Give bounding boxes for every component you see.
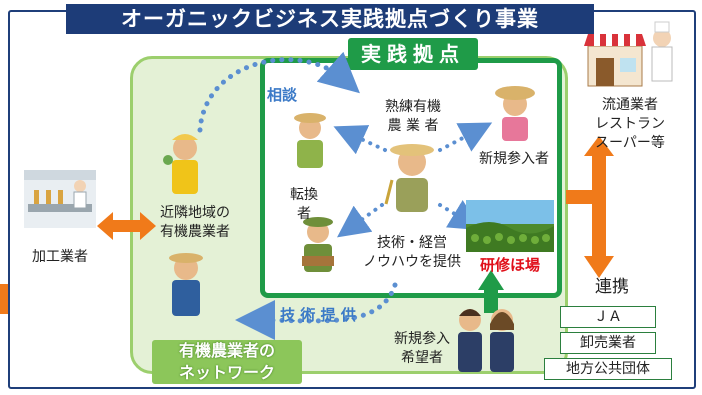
field-image [466,200,554,252]
farmer-figure-skilled [384,144,434,212]
newcomer-label: 新規参入者 [479,151,549,167]
aspiring-newcomer-label-line2: 希望者 [401,350,443,366]
left-edge-marker [0,284,8,314]
factory-image [24,170,96,228]
skilled-farmer-label-line1: 熟練有機 [385,99,441,115]
diagram-title: オーガニックビジネス実践拠点づくり事業 [66,4,594,34]
training-field-label: 研修ほ場 [479,256,540,274]
nearby-farmers-label-line2: 有機農業者 [160,224,230,240]
farmer-figure-nearby [163,134,198,194]
dotted-arrow-to-left-up [333,125,387,155]
converter-label-line2: 者 [297,206,311,222]
converter-label-line1: 転換 [290,187,318,203]
distribution-label-line3: スーパー等 [595,135,665,151]
dotted-arrow-to-left-down [337,203,384,238]
dotted-arrow-to-right-up [438,122,493,152]
farmer-figure-network [169,253,203,316]
branch-arrows-right [566,136,614,278]
dotted-arrow-to-right-down [438,200,482,231]
cooperation-label: 連携 [595,277,629,297]
shop-icon [584,21,673,87]
distribution-label-line1: 流通業者 [602,97,658,113]
network-label-box [152,340,302,384]
consult-label: 相談 [266,86,297,104]
tech-provision-label: 技 術 提 供 [280,306,356,324]
tech-mgmt-label-line1: 技術・経営 [377,235,447,251]
network-label-line2: ネットワーク [178,363,275,382]
dotted-arrow-tech-provision [235,282,398,341]
processor-label: 加工業者 [32,249,88,265]
network-label-line1: 有機農業者の [178,341,275,360]
aspiring-newcomer-figures [458,309,514,372]
nearby-farmers-label-line1: 近隣地域の [160,205,230,221]
farmer-figure-newcomer [495,86,535,141]
skilled-farmer-label-line2: 農 業 者 [387,118,439,134]
partner-wholesaler: 卸売業者 [560,332,656,354]
double-arrow-processor [97,212,156,240]
farmer-figure-converter-2 [302,217,334,272]
up-arrow-green [478,270,504,313]
practice-base-label: 実践拠点 [348,38,478,70]
distribution-label-line2: レストラン [595,116,665,132]
farmer-figure-converter-1 [294,113,326,168]
dotted-arrow-consult [197,51,360,133]
tech-mgmt-label-line2: ノウハウを提供 [363,254,461,270]
partner-ja: ＪＡ [560,306,656,328]
aspiring-newcomer-label-line1: 新規参入 [394,331,450,347]
partner-local-government: 地方公共団体 [544,358,672,380]
